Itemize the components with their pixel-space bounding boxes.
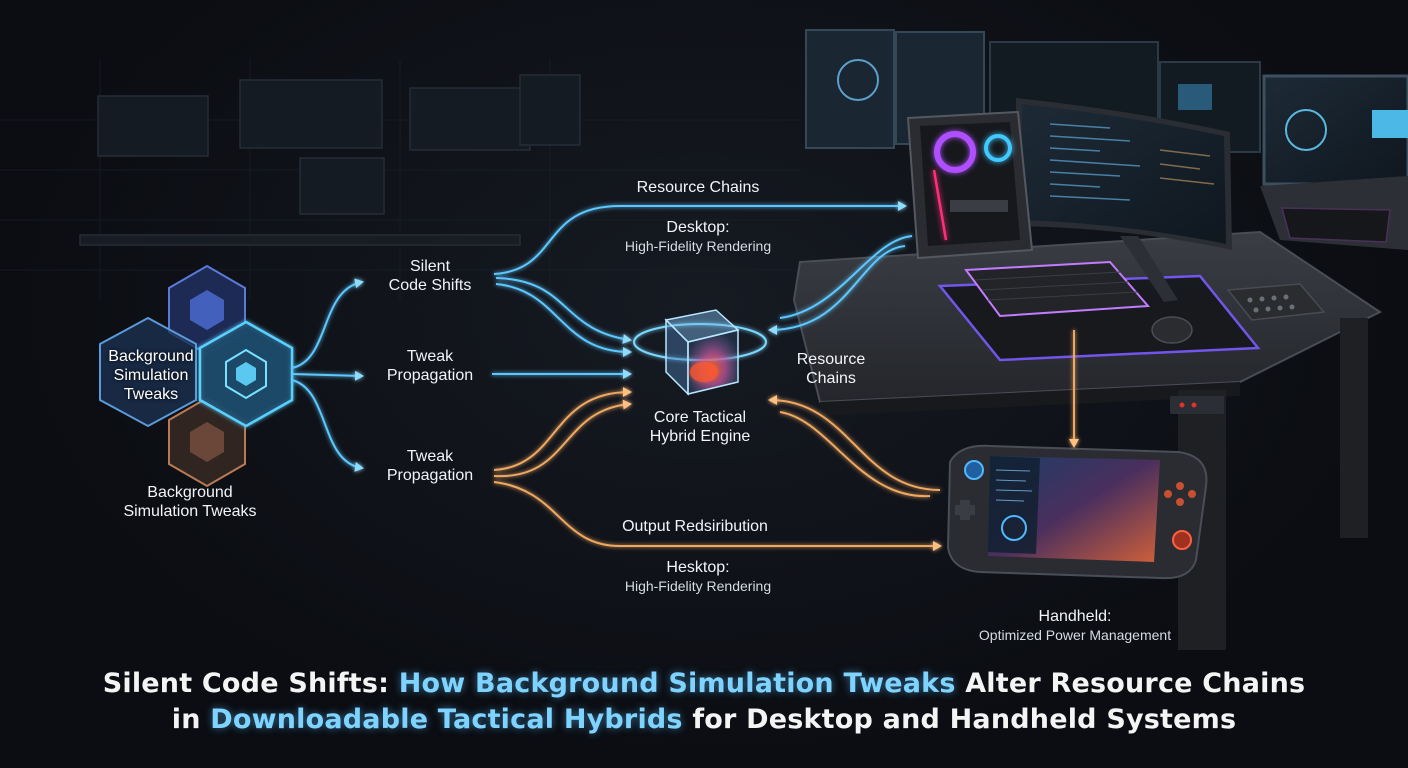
label-line: Simulation Tweaks	[90, 502, 290, 521]
flow-silent-to-core-2	[496, 284, 630, 352]
label-desktop-rendering: Desktop: High-Fidelity Rendering	[598, 218, 798, 256]
label-hesktop-rendering: Hesktop: High-Fidelity Rendering	[598, 558, 798, 596]
label-line: Core Tactical	[620, 408, 780, 427]
title-line-2: in Downloadable Tactical Hybrids for Des…	[0, 702, 1408, 738]
title-segment-accent: How Background Simulation Tweaks	[399, 668, 956, 699]
label-handheld-power: Handheld: Optimized Power Management	[950, 607, 1200, 645]
title-segment: Silent Code Shifts:	[103, 668, 399, 699]
label-hex-background-simulation: Background Simulation Tweaks	[96, 347, 206, 404]
title-segment: for Desktop and Handheld Systems	[683, 704, 1237, 735]
label-output-redistribution: Output Redsiribution	[590, 517, 800, 536]
title-segment: in	[172, 704, 210, 735]
label-hex-line: Background Simulation Tweaks	[96, 347, 206, 404]
flow-hex-to-tweak-mid	[292, 374, 362, 376]
label-line: Tweak	[370, 447, 490, 466]
label-resource-chains-mid: Resource Chains	[776, 350, 886, 388]
label-line: Hybrid Engine	[620, 427, 780, 446]
label-line: Desktop:	[598, 218, 798, 237]
label-line: Code Shifts	[370, 276, 490, 295]
label-line: Resource Chains	[598, 178, 798, 197]
diagram-title: Silent Code Shifts: How Background Simul…	[0, 666, 1408, 738]
label-resource-chains-top: Resource Chains	[598, 178, 798, 197]
label-line: Output Redsiribution	[590, 517, 800, 536]
label-line: Propagation	[370, 366, 490, 385]
label-line: Tweak	[370, 347, 490, 366]
label-line: Handheld:	[950, 607, 1200, 626]
label-line: Silent	[370, 257, 490, 276]
label-tweak-propagation-mid: Tweak Propagation	[370, 347, 490, 385]
flow-handheld-to-core	[770, 400, 940, 490]
label-core-tactical-engine: Core Tactical Hybrid Engine	[620, 408, 780, 446]
label-line: Hesktop:	[598, 558, 798, 577]
label-background-simulation-below: Background Simulation Tweaks	[90, 483, 290, 521]
label-line: Optimized Power Management	[950, 626, 1200, 645]
label-line: Background	[90, 483, 290, 502]
label-line: High-Fidelity Rendering	[598, 577, 798, 596]
label-line: Chains	[776, 369, 886, 388]
flow-hex-to-silent	[292, 282, 362, 368]
title-segment-accent: Downloadable Tactical Hybrids	[210, 704, 683, 735]
label-line: High-Fidelity Rendering	[598, 237, 798, 256]
flow-desktop-to-core-2	[780, 236, 912, 318]
core-engine-cube	[634, 310, 766, 394]
flow-hex-to-tweak-low	[292, 380, 362, 468]
flow-tweak-low-to-core	[494, 392, 630, 470]
label-silent-code-shifts: Silent Code Shifts	[370, 257, 490, 295]
title-line-1: Silent Code Shifts: How Background Simul…	[0, 666, 1408, 702]
flow-to-handheld	[494, 482, 940, 546]
label-tweak-propagation-low: Tweak Propagation	[370, 447, 490, 485]
label-line: Resource	[776, 350, 886, 369]
label-line: Propagation	[370, 466, 490, 485]
title-segment: Alter Resource Chains	[956, 668, 1306, 699]
